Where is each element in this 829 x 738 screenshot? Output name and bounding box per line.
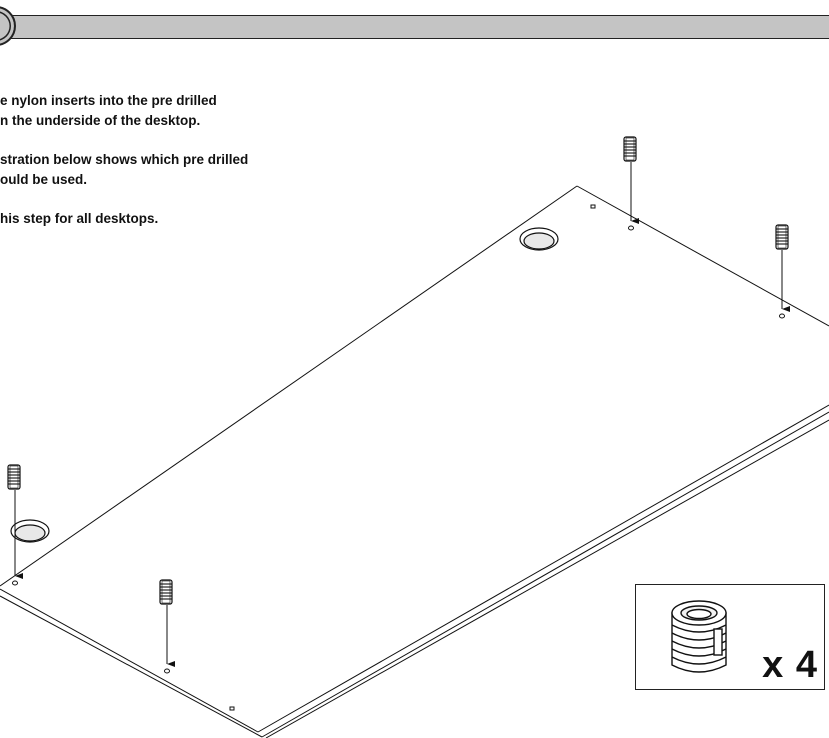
nylon-insert-icon [7, 464, 21, 490]
nylon-insert-icon [159, 579, 173, 605]
step-header-band [0, 15, 829, 39]
instruction-line-1: e nylon inserts into the pre drilled n t… [0, 93, 217, 128]
pre-drilled-holes [12, 204, 785, 711]
nylon-insert-icon [775, 224, 789, 250]
instruction-line-2: stration below shows which pre drilled o… [0, 152, 249, 187]
nylon-insert-icon [671, 600, 727, 673]
nylon-insert-icon [623, 136, 637, 162]
desktop-board [0, 185, 829, 738]
parts-quantity-box: x 4 [635, 584, 825, 690]
instruction-line-3: his step for all desktops. [0, 211, 159, 226]
instruction-text: e nylon inserts into the pre drilled n t… [0, 91, 330, 249]
insert-arrows [14, 162, 790, 667]
quantity-label: x 4 [762, 644, 818, 686]
grommet-hole-left [10, 519, 50, 543]
grommet-hole-top [519, 227, 559, 251]
